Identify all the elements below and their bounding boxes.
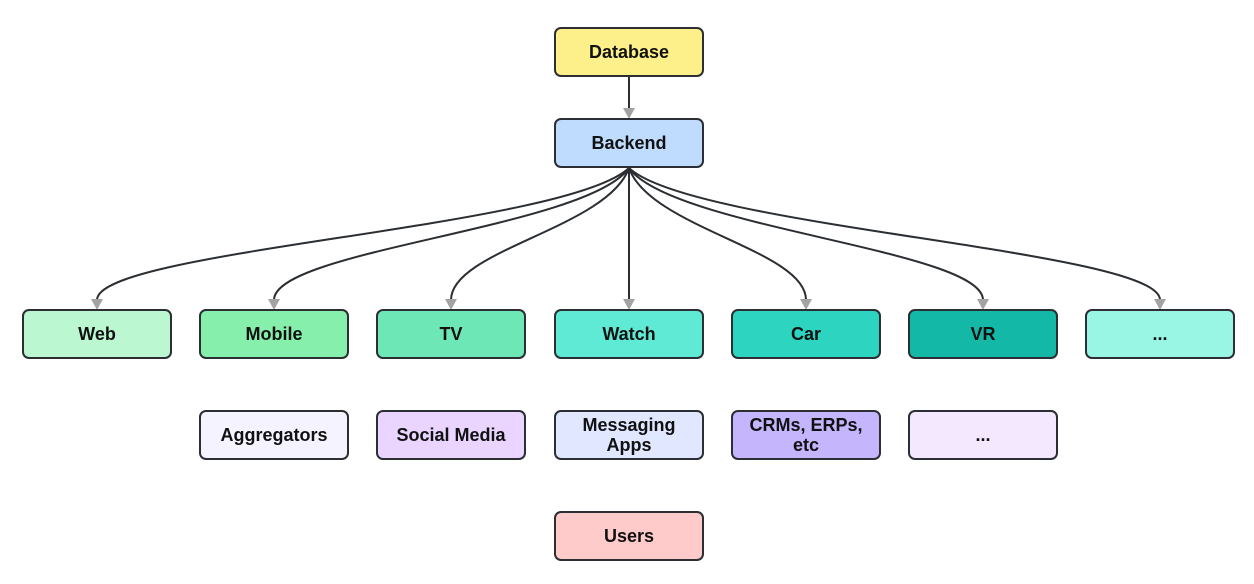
vr-node[interactable]: VR [908, 309, 1058, 359]
arrowhead-web [91, 299, 103, 310]
social-media-label: Social Media [396, 425, 506, 445]
crms-erps-label: CRMs, ERPs, etc [749, 415, 863, 455]
more-channels-label: ... [975, 425, 991, 445]
users-label: Users [603, 526, 655, 546]
more-clients-node[interactable]: ... [1085, 309, 1235, 359]
messaging-apps-node[interactable]: Messaging Apps [554, 410, 704, 460]
arrowhead-vr [977, 299, 989, 310]
database-label: Database [588, 42, 670, 62]
arrowhead-car [800, 299, 812, 310]
arrowhead-more_clients [1154, 299, 1166, 310]
edge-backend-to-car [628, 167, 807, 301]
car-node[interactable]: Car [731, 309, 881, 359]
edge-backend-to-more_clients [628, 167, 1161, 301]
tv-node[interactable]: TV [376, 309, 526, 359]
web-node[interactable]: Web [22, 309, 172, 359]
backend-node[interactable]: Backend [554, 118, 704, 168]
database-node[interactable]: Database [554, 27, 704, 77]
car-label: Car [790, 324, 821, 344]
edge-backend-to-web [96, 167, 630, 301]
backend-label: Backend [591, 133, 667, 153]
web-label: Web [78, 324, 116, 344]
arrowhead-backend [623, 108, 635, 119]
users-node[interactable]: Users [554, 511, 704, 561]
tv-label: TV [439, 324, 463, 344]
aggregators-label: Aggregators [220, 425, 328, 445]
arrowhead-watch [623, 299, 635, 310]
mobile-label: Mobile [245, 324, 303, 344]
mobile-node[interactable]: Mobile [199, 309, 349, 359]
aggregators-node[interactable]: Aggregators [199, 410, 349, 460]
social-media-node[interactable]: Social Media [376, 410, 526, 460]
arrowhead-mobile [268, 299, 280, 310]
messaging-apps-label: Messaging Apps [582, 415, 676, 455]
edge-backend-to-mobile [273, 167, 630, 301]
watch-node[interactable]: Watch [554, 309, 704, 359]
edge-backend-to-vr [628, 167, 984, 301]
more-clients-label: ... [1152, 324, 1168, 344]
vr-label: VR [970, 324, 996, 344]
watch-label: Watch [602, 324, 656, 344]
crms-erps-node[interactable]: CRMs, ERPs, etc [731, 410, 881, 460]
edge-backend-to-tv [450, 167, 630, 301]
arrowhead-tv [445, 299, 457, 310]
more-channels-node[interactable]: ... [908, 410, 1058, 460]
